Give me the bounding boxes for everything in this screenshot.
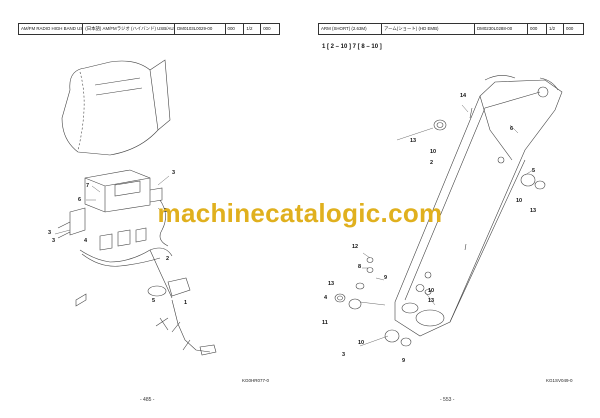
header-cell-sheet: 1/2 — [547, 24, 564, 34]
header-cell-rev: 000 — [226, 24, 245, 34]
callout-label: 11 — [322, 320, 328, 326]
callout-label: 4 — [84, 238, 88, 244]
header-cell-sheet: 1/2 — [244, 24, 262, 34]
header-cell-title: ARM (SHORT) (2.63M) — [319, 24, 382, 34]
figure-code: KG1SV049-0 — [546, 378, 573, 383]
header-cell-extra: 000 — [263, 26, 271, 31]
header-cell-rev: 000 — [528, 24, 547, 34]
callout-label: 3 — [48, 230, 52, 236]
callout-label: 3 — [172, 170, 176, 176]
callout-label: 5 — [152, 298, 156, 304]
left-catalog-page: AM/FM RADIO HIGH BAND USB/AUX (日本語) AM/F… — [18, 23, 280, 403]
callout-label: 3 — [342, 352, 346, 358]
callout-label: 2 — [430, 160, 434, 166]
page-number: - 553 - — [440, 397, 455, 403]
page-number: - 485 - — [140, 397, 155, 403]
right-catalog-page: ARM (SHORT) (2.63M) アーム(ショート) (HD EMB) D… — [300, 0, 600, 418]
figure-code: KG0HR077-0 — [242, 378, 270, 383]
callout-label: 1 — [184, 300, 188, 306]
arm-exploded-diagram — [334, 75, 563, 347]
callout-label: 13 — [530, 208, 537, 214]
callout-label: 8 — [358, 264, 362, 270]
callout-label: 5 — [532, 168, 536, 174]
callout-label: 10 — [516, 198, 523, 204]
header-cell-title: AM/FM RADIO HIGH BAND USB/AUX — [19, 24, 84, 34]
assembly-reference: 1 [ 2 – 10 ] 7 [ 8 – 10 ] — [322, 44, 382, 50]
callout-label: 6 — [510, 126, 514, 132]
callout-label: 2 — [166, 256, 170, 262]
callout-label: 8 — [164, 208, 168, 214]
callout-label: 7 — [86, 183, 90, 189]
left-page-header: AM/FM RADIO HIGH BAND USB/AUX (日本語) AM/F… — [18, 23, 280, 35]
callout-label: 6 — [78, 197, 82, 203]
watermark-text: machinecatalogic.com — [157, 198, 443, 228]
callout-label: 13 — [410, 138, 417, 144]
right-page-header: ARM (SHORT) (2.63M) アーム(ショート) (HD EMB) D… — [318, 23, 584, 35]
callout-label: 14 — [460, 93, 467, 99]
callout-label: 9 — [384, 275, 388, 281]
callout-label: 9 — [402, 358, 406, 364]
header-cell-extra: 000 — [566, 26, 574, 31]
header-cell-title-jp: (日本語) AM/FMラジオ (ハイバンド) USB/AUX 付 — [83, 24, 176, 34]
callout-label: 10 — [358, 340, 365, 346]
header-cell-title-jp: アーム(ショート) (HD EMB) — [382, 24, 475, 34]
callout-label: 10 — [430, 149, 437, 155]
callout-label: 10 — [428, 288, 435, 294]
radio-wiring-diagram — [54, 59, 217, 356]
header-cell-code: DM0230L0288-00 — [475, 24, 528, 34]
header-cell-code: DM0103L0029-00 — [175, 24, 226, 34]
callout-label: 13 — [428, 298, 435, 304]
callout-label: 4 — [324, 295, 328, 301]
callout-label: 13 — [328, 281, 335, 287]
callout-label: 3 — [52, 238, 56, 244]
callout-label: 12 — [352, 244, 359, 250]
